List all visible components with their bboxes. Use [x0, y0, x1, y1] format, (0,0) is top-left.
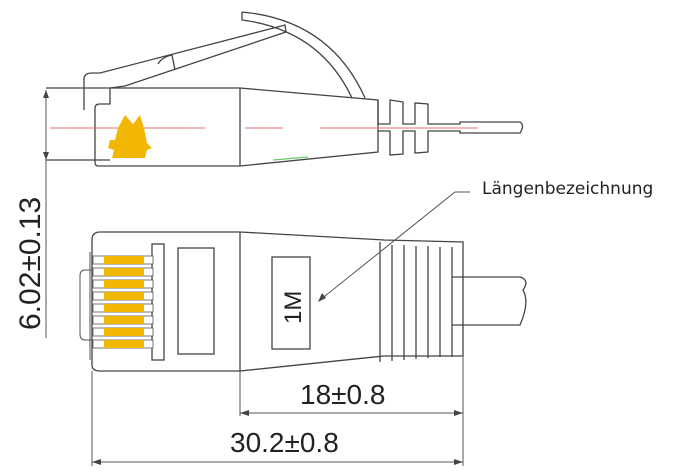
- cable-top: [452, 276, 527, 326]
- plug-body-side: [46, 87, 379, 167]
- callout: Längenbezeichnung: [318, 179, 653, 302]
- contacts: [92, 255, 154, 349]
- height-dimension: 6.02±0.13: [14, 90, 49, 338]
- callout-label: Längenbezeichnung: [482, 179, 653, 199]
- latch-bump: [157, 54, 176, 71]
- length-dimensions: 18±0.8 30.2±0.8: [91, 356, 464, 466]
- latch-arc-inner: [241, 12, 353, 99]
- contact-blade-icon: [108, 115, 152, 158]
- plug-body-top: [91, 231, 464, 372]
- latch-arc-outer: [241, 11, 366, 99]
- height-dimension-label: 6.02±0.13: [14, 197, 47, 330]
- length-marking-box: [271, 256, 311, 350]
- total-length-label: 30.2±0.8: [230, 427, 339, 458]
- window: [177, 247, 215, 355]
- length-marking-value: 1M: [280, 291, 307, 324]
- latch-lever: [83, 24, 287, 110]
- boot-length-label: 18±0.8: [300, 379, 385, 410]
- green-mark: [272, 156, 309, 161]
- boot-ribs-side: [377, 99, 524, 156]
- top-view: 1M: [79, 231, 527, 372]
- side-tab: [79, 269, 92, 341]
- latch-slot: [151, 243, 165, 361]
- side-view: [46, 11, 524, 167]
